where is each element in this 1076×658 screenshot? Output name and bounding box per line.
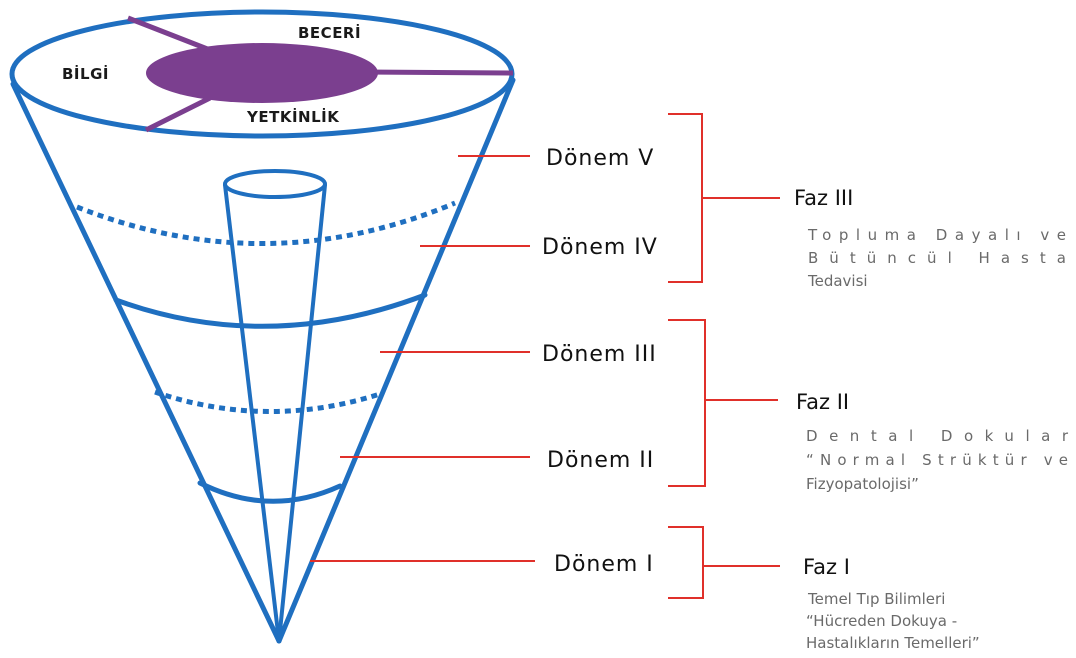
faz-3-label: Faz III: [794, 186, 853, 210]
label-yetkinlik: YETKİNLİK: [246, 107, 340, 126]
cone-right-edge: [276, 77, 516, 644]
section-solid-lower: [197, 480, 343, 504]
faz-3-desc-line-2: Bütüncül Hasta: [808, 249, 1066, 267]
faz-1-desc-line-1: Temel Tıp Bilimleri: [807, 590, 945, 608]
bracket-faz-2: [668, 319, 778, 487]
bracket-faz-3: [668, 113, 780, 283]
cone-left-edge: [10, 81, 282, 644]
faz-1-label: Faz I: [803, 555, 850, 579]
label-beceri: BECERİ: [298, 23, 361, 42]
donem-2-label: Dönem II: [547, 448, 654, 473]
center-disc: [146, 43, 378, 103]
spoke-lower-left: [144, 95, 212, 133]
faz-1-desc-line-3: Hastalıkların Temelleri”: [806, 634, 980, 652]
spoke-upper-left: [127, 15, 211, 53]
faz-2-label: Faz II: [796, 390, 849, 414]
faz-2-desc-line-2: “Normal Strüktür ve: [806, 451, 1068, 469]
faz-3-desc-line-3: Tedavisi: [807, 272, 868, 290]
label-bilgi: BİLGİ: [62, 64, 109, 83]
donem-3-label: Dönem III: [542, 342, 657, 367]
faz-2-desc-line-3: Fizyopatolojisi”: [806, 475, 919, 493]
donem-5-label: Dönem V: [546, 146, 654, 171]
faz-3-desc-line-1: Topluma Dayalı ve: [807, 226, 1066, 244]
section-solid-upper: [113, 292, 428, 329]
spoke-right: [359, 69, 514, 76]
donem-4-label: Dönem IV: [542, 235, 658, 260]
inner-cone-top-ellipse: [223, 169, 327, 199]
bracket-faz-1: [668, 526, 780, 599]
donem-1-label: Dönem I: [554, 552, 654, 577]
section-dashed-upper: [76, 200, 456, 246]
section-dashed-lower: [154, 389, 381, 414]
inner-cone-right-edge: [277, 183, 327, 643]
faz-2-desc-line-1: Dental Dokular: [806, 427, 1069, 445]
faz-1-desc-line-2: “Hücreden Dokuya -: [806, 612, 957, 630]
